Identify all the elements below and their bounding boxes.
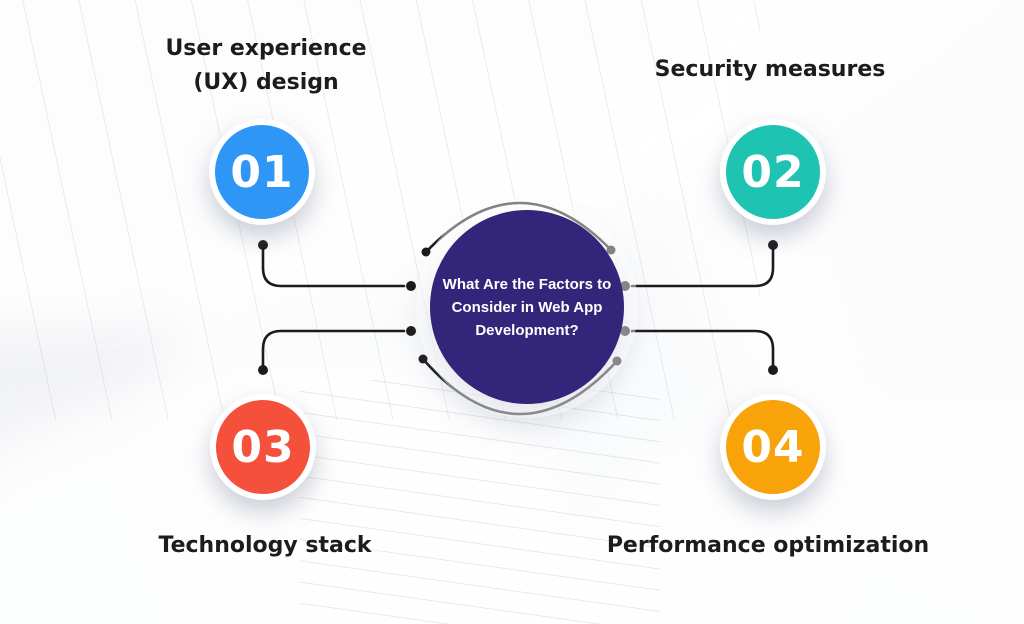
center-question-line: What Are the Factors to [442,275,612,293]
factor-label-technology-stack: Technology stack [158,533,372,558]
factor-circle-01: 01 [209,119,315,225]
center-question-line: Development? [475,321,579,339]
factor-number-03: 03 [231,421,295,473]
factor-circle-04: 04 [720,394,826,500]
factor-circle-03: 03 [210,394,316,500]
factor-number-01: 01 [230,146,294,198]
center-question-line: Consider in Web App [451,298,603,316]
factor-number-02: 02 [741,146,805,198]
factor-label-ux-design: User experience (UX) design [165,36,367,95]
factor-number-04: 04 [741,421,805,473]
factor-circle-02: 02 [720,119,826,225]
factor-label-security-measures: Security measures [654,57,886,82]
factor-label-performance-optimization: Performance optimization [606,533,930,558]
center-question-circle: What Are the Factors to Consider in Web … [430,210,624,404]
